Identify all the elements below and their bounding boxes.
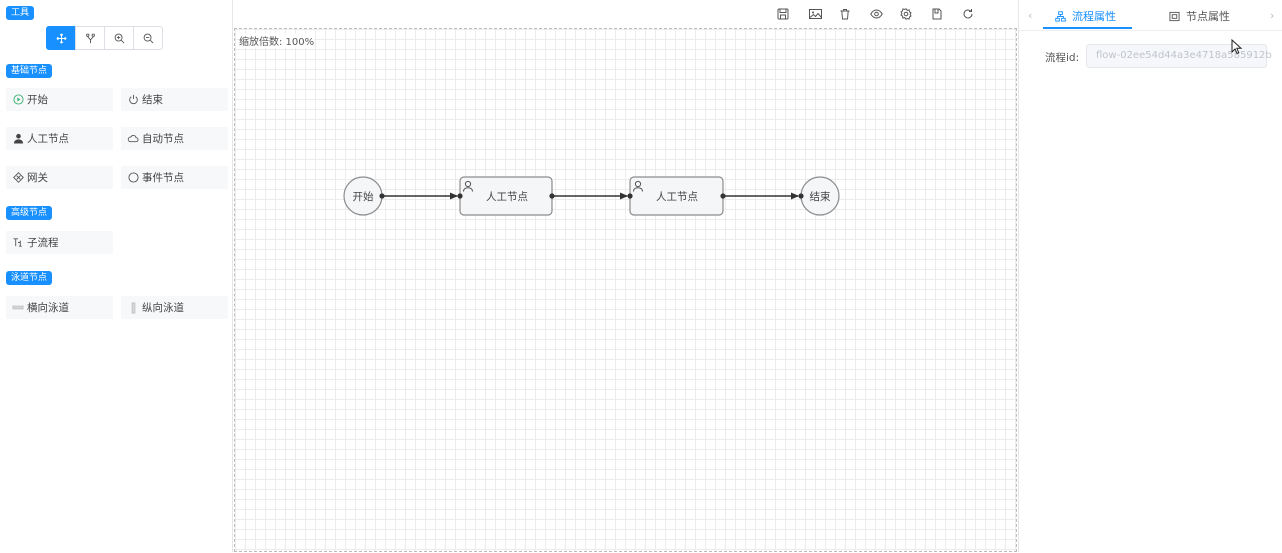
settings-icon[interactable] bbox=[899, 7, 913, 21]
image-icon[interactable] bbox=[808, 7, 822, 21]
document-icon[interactable] bbox=[930, 7, 944, 21]
preview-icon[interactable] bbox=[869, 7, 883, 21]
circle-icon bbox=[127, 172, 139, 184]
node-icon bbox=[1169, 11, 1180, 22]
zoom-level: 缩放倍数: 100% bbox=[239, 33, 315, 48]
chevron-right-icon[interactable]: › bbox=[1270, 9, 1275, 22]
gateway-diamond-icon bbox=[12, 172, 24, 184]
palette-item-vertical-lane[interactable]: 纵向泳道 bbox=[121, 296, 228, 319]
power-icon bbox=[127, 94, 139, 106]
canvas-toolbar bbox=[233, 0, 1018, 28]
zoom-in-button[interactable] bbox=[104, 26, 134, 50]
delete-icon[interactable] bbox=[838, 7, 852, 21]
flow-id-label: 流程id: bbox=[1045, 52, 1080, 64]
branch-icon bbox=[85, 33, 95, 43]
horizontal-lane-icon bbox=[12, 302, 24, 314]
flow-icon bbox=[1055, 10, 1066, 22]
palette-item-label: 开始 bbox=[27, 94, 48, 106]
mouse-cursor-icon bbox=[1231, 38, 1243, 55]
play-circle-icon bbox=[12, 94, 24, 106]
zoom-in-icon bbox=[114, 33, 124, 43]
tools-tag: 工具 bbox=[6, 6, 35, 20]
anchor-point[interactable] bbox=[627, 193, 633, 199]
flow-canvas[interactable]: 缩放倍数: 100% 开始 人工节点 bbox=[234, 28, 1017, 552]
palette-item-label: 自动节点 bbox=[142, 133, 184, 145]
anchor-point[interactable] bbox=[549, 193, 555, 199]
palette-item-label: 网关 bbox=[27, 172, 48, 184]
tab-label: 节点属性 bbox=[1186, 10, 1230, 23]
vertical-lane-icon bbox=[127, 302, 139, 314]
node-end-label: 结束 bbox=[810, 190, 831, 203]
connect-tool-button[interactable] bbox=[75, 26, 105, 50]
palette-item-label: 结束 bbox=[142, 94, 163, 106]
palette-item-label: 人工节点 bbox=[27, 133, 69, 145]
basic-nodes-tag: 基础节点 bbox=[6, 64, 53, 78]
tool-button-group bbox=[46, 26, 163, 50]
palette-item-label: 横向泳道 bbox=[27, 302, 69, 314]
palette-item-label: 事件节点 bbox=[142, 172, 184, 184]
palette-item-end[interactable]: 结束 bbox=[121, 88, 228, 111]
node-manual-2[interactable]: 人工节点 bbox=[629, 176, 724, 216]
move-icon bbox=[56, 33, 66, 43]
anchor-point[interactable] bbox=[720, 193, 726, 199]
save-icon[interactable] bbox=[776, 7, 790, 21]
cloud-icon bbox=[127, 133, 139, 145]
user-icon bbox=[12, 133, 24, 145]
node-palette: 工具 基础节点 bbox=[0, 0, 233, 552]
user-outline-icon bbox=[463, 180, 473, 192]
user-outline-icon bbox=[633, 180, 643, 192]
tab-flow-properties[interactable]: 流程属性 bbox=[1055, 8, 1116, 24]
palette-item-auto[interactable]: 自动节点 bbox=[121, 127, 228, 150]
subprocess-icon bbox=[12, 237, 24, 249]
tab-node-properties[interactable]: 节点属性 bbox=[1169, 8, 1230, 24]
palette-item-horizontal-lane[interactable]: 横向泳道 bbox=[6, 296, 113, 319]
zoom-out-icon bbox=[143, 33, 153, 43]
properties-panel: ‹ 流程属性 节点属性 › 流程id: flow-02ee54d44a3e471… bbox=[1018, 0, 1282, 552]
palette-item-label: 纵向泳道 bbox=[142, 302, 184, 314]
palette-item-event[interactable]: 事件节点 bbox=[121, 166, 228, 189]
node-end[interactable]: 结束 bbox=[800, 176, 840, 216]
palette-item-manual[interactable]: 人工节点 bbox=[6, 127, 113, 150]
palette-item-label: 子流程 bbox=[27, 237, 59, 249]
chevron-left-icon[interactable]: ‹ bbox=[1028, 9, 1033, 22]
palette-item-start[interactable]: 开始 bbox=[6, 88, 113, 111]
node-manual-2-label: 人工节点 bbox=[656, 191, 698, 203]
anchor-point[interactable] bbox=[798, 193, 804, 199]
node-manual-1[interactable]: 人工节点 bbox=[459, 176, 553, 216]
properties-tabs: ‹ 流程属性 节点属性 › bbox=[1019, 0, 1282, 31]
active-tab-indicator bbox=[1043, 27, 1132, 29]
node-manual-1-label: 人工节点 bbox=[486, 191, 528, 203]
anchor-point[interactable] bbox=[457, 193, 463, 199]
node-start[interactable]: 开始 bbox=[343, 176, 383, 216]
tab-label: 流程属性 bbox=[1072, 10, 1116, 23]
palette-item-subprocess[interactable]: 子流程 bbox=[6, 231, 113, 254]
reset-icon[interactable] bbox=[961, 7, 975, 21]
zoom-out-button[interactable] bbox=[133, 26, 163, 50]
palette-item-gateway[interactable]: 网关 bbox=[6, 166, 113, 189]
anchor-point[interactable] bbox=[379, 193, 385, 199]
move-tool-button[interactable] bbox=[46, 26, 76, 50]
node-start-label: 开始 bbox=[353, 190, 374, 203]
flow-diagram: 开始 人工节点 人工节点 结束 bbox=[343, 176, 840, 216]
advanced-nodes-tag: 高级节点 bbox=[6, 206, 53, 220]
lane-nodes-tag: 泳道节点 bbox=[6, 271, 53, 285]
